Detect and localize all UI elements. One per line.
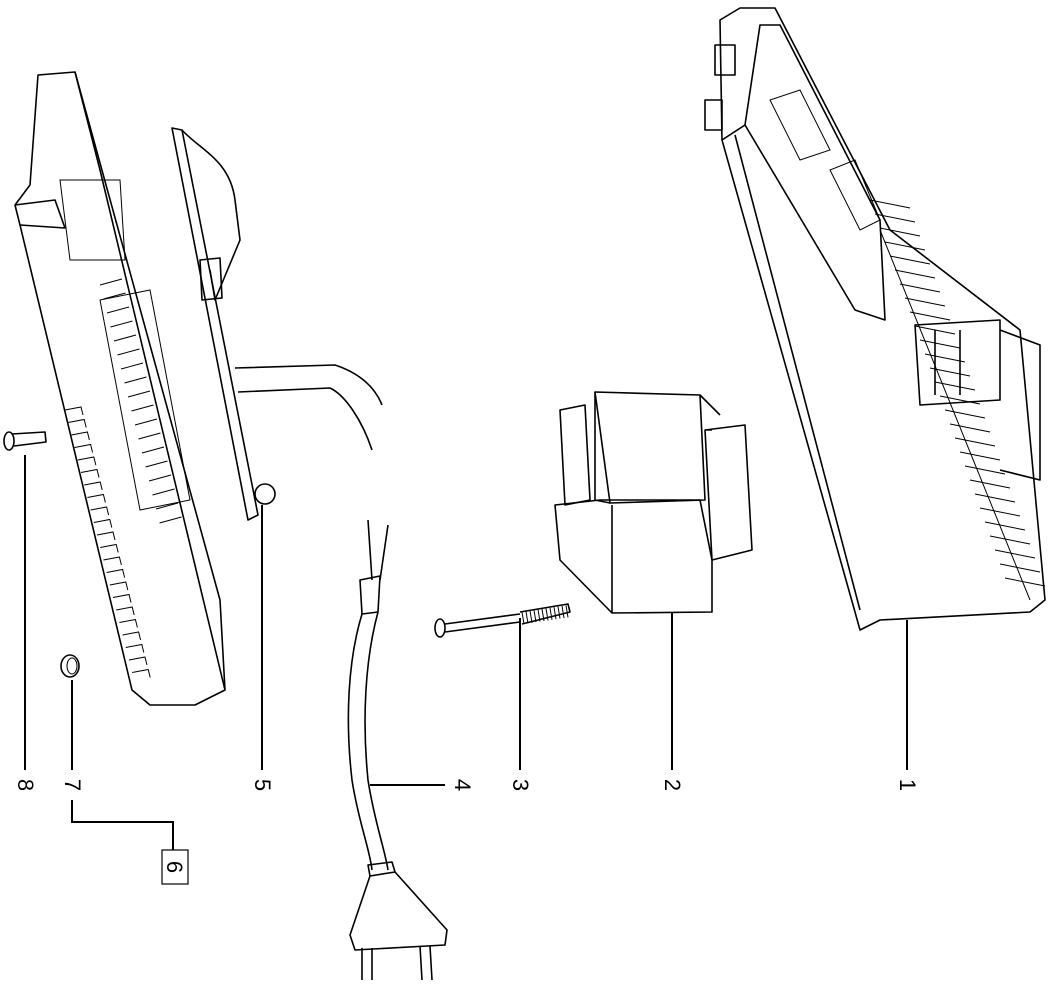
part-7-ring [60, 654, 80, 678]
part-4-power-cord [347, 519, 448, 981]
part-1-housing [704, 7, 1046, 631]
callout-7: 7 [60, 779, 85, 791]
callout-8: 8 [13, 779, 38, 791]
part-2-transformer [554, 391, 753, 614]
callout-4: 4 [450, 779, 475, 791]
part-5-circuit-board [171, 127, 383, 521]
callout-5: 5 [250, 779, 275, 791]
vent-slots [869, 199, 1046, 587]
part-3-long-screw [434, 603, 571, 638]
callout-3: 3 [508, 779, 533, 791]
callout-1: 1 [895, 779, 920, 791]
front-panel [14, 71, 226, 706]
callout-6-box [161, 849, 189, 885]
callout-2: 2 [660, 779, 685, 791]
leader-lines [24, 455, 908, 885]
part-8-screw [3, 431, 47, 451]
callout-6: 6 [162, 861, 187, 873]
callout-labels: 1 2 3 4 5 6 7 8 [13, 779, 920, 873]
vent-slots [64, 278, 182, 678]
